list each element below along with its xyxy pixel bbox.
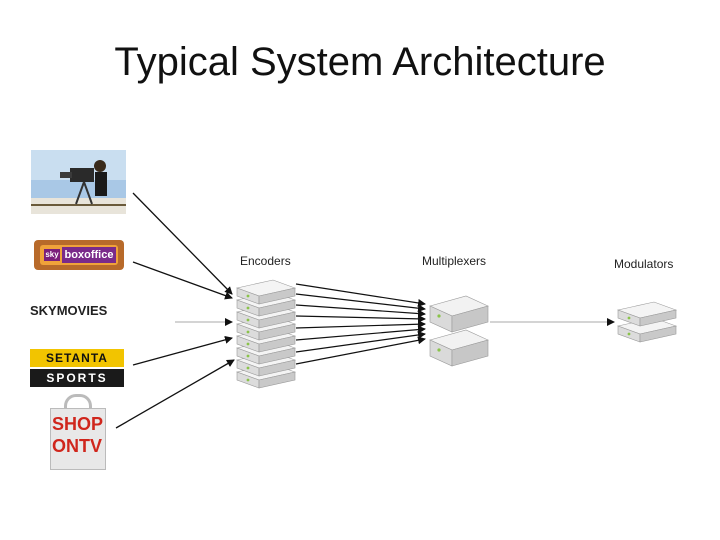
camera-photo bbox=[31, 150, 126, 214]
arrow-setanta-to-encoders bbox=[132, 335, 233, 366]
modulators-label: Modulators bbox=[614, 257, 674, 271]
setanta-sports-logo: SETANTA SPORTS bbox=[30, 349, 124, 387]
multiplexer-stack bbox=[429, 295, 489, 367]
sky-box-office-logo: sky boxoffice bbox=[34, 240, 124, 270]
slide-title: Typical System Architecture bbox=[114, 40, 606, 84]
encoders-label: Encoders bbox=[240, 254, 291, 268]
arrow-boxoffice-to-encoders bbox=[132, 261, 233, 300]
arrow-shoptv-to-encoders bbox=[115, 359, 235, 429]
sky-movies-logo: SKYMOVIES bbox=[30, 303, 108, 318]
arrow-camera-to-encoders bbox=[132, 192, 233, 295]
encoder-stack bbox=[236, 279, 296, 389]
modulator-stack bbox=[617, 301, 677, 343]
shop-on-tv-logo: SHOP ONTV bbox=[50, 394, 106, 470]
multiplexers-label: Multiplexers bbox=[422, 254, 487, 268]
encoder-to-mux-arrows bbox=[295, 283, 426, 365]
